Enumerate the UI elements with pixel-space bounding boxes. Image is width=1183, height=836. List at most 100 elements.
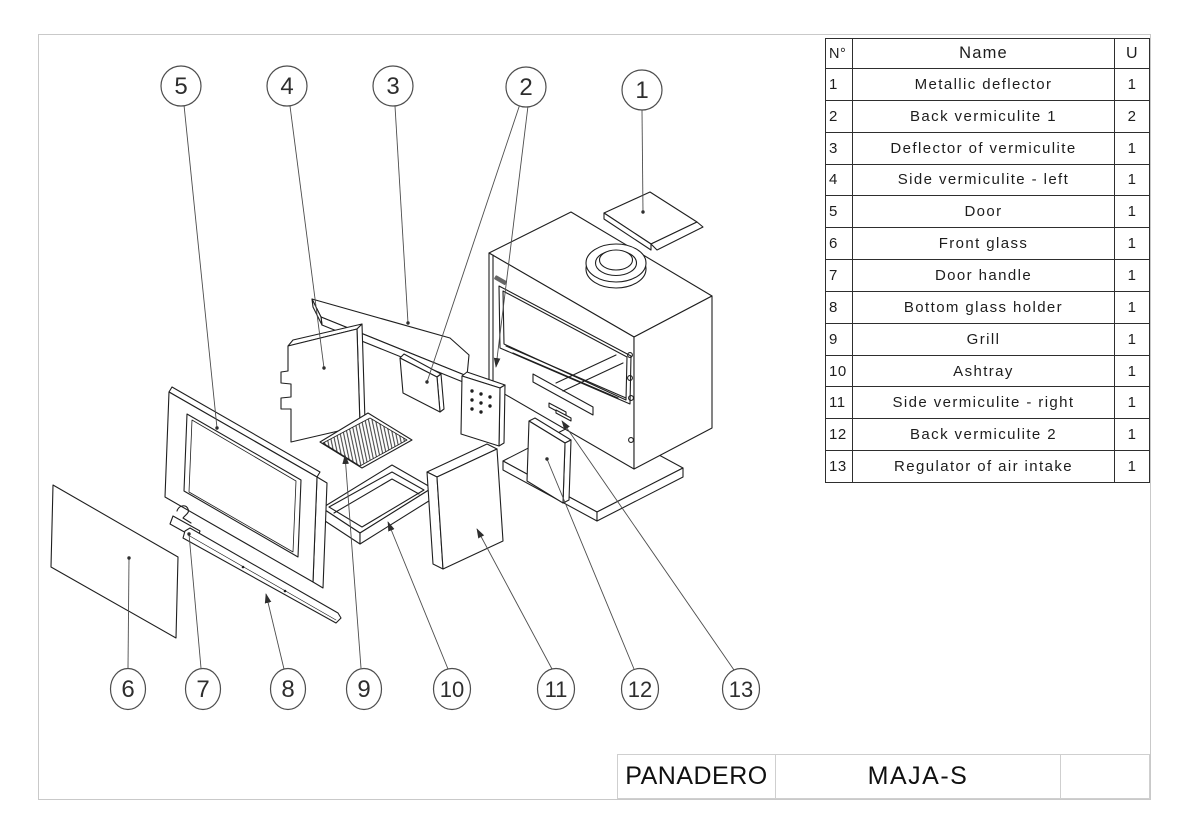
table-row: 13 Regulator of air intake 1 xyxy=(826,451,1149,482)
row-name: Side vermiculite - left xyxy=(852,164,1115,196)
row-number: 1 xyxy=(829,75,838,93)
table-row: 3 Deflector of vermiculite 1 xyxy=(826,132,1149,165)
part-flue-collar xyxy=(585,243,647,289)
svg-text:1: 1 xyxy=(635,77,648,104)
table-row: 2 Back vermiculite 1 2 xyxy=(826,100,1149,133)
balloon-10: 10 xyxy=(432,667,472,711)
drawing-frame xyxy=(38,34,1151,800)
row-units: 1 xyxy=(1127,235,1137,253)
row-number: 8 xyxy=(829,298,838,316)
row-name: Front glass xyxy=(852,228,1115,260)
part-side-vermiculite-left xyxy=(280,323,366,443)
balloon-2: 2 xyxy=(505,66,547,108)
part-metallic-deflector xyxy=(603,191,704,251)
row-units: 1 xyxy=(1127,203,1137,221)
table-row: 5 Door 1 xyxy=(826,196,1149,229)
table-row: 7 Door handle 1 xyxy=(826,260,1149,292)
row-name: Regulator of air intake xyxy=(852,451,1115,482)
table-row: 1 Metallic deflector 1 xyxy=(826,69,1149,101)
balloon-6: 6 xyxy=(109,667,147,711)
svg-text:5: 5 xyxy=(174,73,187,100)
leader-2a xyxy=(425,103,521,384)
balloon-8: 8 xyxy=(269,667,307,711)
svg-text:2: 2 xyxy=(519,74,532,101)
balloon-3: 3 xyxy=(372,65,414,107)
col-header-units: U xyxy=(1125,44,1139,62)
row-units: 1 xyxy=(1127,171,1137,189)
row-number: 4 xyxy=(829,171,838,189)
leader-13 xyxy=(561,420,735,671)
leader-11 xyxy=(476,528,553,670)
leader-9 xyxy=(342,454,362,669)
balloon-7: 7 xyxy=(184,667,222,711)
part-back-vermiculite-2 xyxy=(526,417,572,504)
row-name: Door handle xyxy=(852,260,1115,291)
part-stove-body xyxy=(488,211,713,470)
svg-text:3: 3 xyxy=(386,73,399,100)
row-name: Back vermiculite 2 xyxy=(852,419,1115,451)
leader-12 xyxy=(545,457,635,670)
row-name: Grill xyxy=(852,323,1115,355)
title-block-empty-cell xyxy=(1061,755,1149,798)
table-row: 6 Front glass 1 xyxy=(826,228,1149,261)
row-units: 1 xyxy=(1127,139,1137,157)
row-number: 11 xyxy=(829,394,846,412)
row-number: 2 xyxy=(829,107,838,125)
part-front-glass xyxy=(50,484,179,639)
row-name: Ashtray xyxy=(852,355,1115,387)
row-units: 1 xyxy=(1127,458,1137,476)
part-side-vermiculite-right xyxy=(426,443,504,570)
table-row: 8 Bottom glass holder 1 xyxy=(826,291,1149,324)
row-units: 2 xyxy=(1127,107,1137,125)
balloon-12: 12 xyxy=(620,667,660,711)
row-name: Bottom glass holder xyxy=(852,291,1115,323)
svg-text:7: 7 xyxy=(196,676,209,703)
table-row: 4 Side vermiculite - left 1 xyxy=(826,164,1149,197)
row-name: Side vermiculite - right xyxy=(852,387,1115,419)
part-bottom-glass-holder xyxy=(182,527,342,624)
leader-4 xyxy=(289,105,326,370)
svg-text:12: 12 xyxy=(628,677,652,702)
row-units: 1 xyxy=(1127,362,1137,380)
row-number: 5 xyxy=(829,203,838,221)
table-row: 11 Side vermiculite - right 1 xyxy=(826,387,1149,420)
leader-10 xyxy=(387,521,449,670)
table-row: 10 Ashtray 1 xyxy=(826,355,1149,388)
leader-1 xyxy=(641,109,645,214)
row-name: Back vermiculite 1 xyxy=(852,100,1115,132)
parts-table-header: N° Name U xyxy=(826,39,1149,69)
leader-2b xyxy=(493,105,529,368)
table-row: 12 Back vermiculite 2 1 xyxy=(826,419,1149,452)
svg-text:8: 8 xyxy=(281,676,294,703)
svg-text:11: 11 xyxy=(545,677,568,702)
row-number: 3 xyxy=(829,139,838,157)
leader-7 xyxy=(187,532,202,669)
brand-logo-mark xyxy=(494,275,507,286)
row-number: 7 xyxy=(829,266,838,284)
balloon-11: 11 xyxy=(536,667,576,711)
row-units: 1 xyxy=(1127,426,1137,444)
leader-3 xyxy=(394,105,410,325)
row-name: Metallic deflector xyxy=(852,69,1115,100)
row-number: 13 xyxy=(829,458,847,476)
balloon-4: 4 xyxy=(266,65,308,107)
part-back-vermiculite-1b xyxy=(460,371,506,447)
svg-text:4: 4 xyxy=(280,73,293,100)
balloon-1: 1 xyxy=(621,69,663,111)
table-row: 9 Grill 1 xyxy=(826,323,1149,356)
manufacturer-name: PANADERO xyxy=(618,755,776,798)
row-number: 9 xyxy=(829,330,838,348)
title-block: PANADERO MAJA-S xyxy=(617,754,1150,799)
row-units: 1 xyxy=(1127,266,1137,284)
svg-text:9: 9 xyxy=(357,676,370,703)
row-number: 10 xyxy=(829,362,847,380)
balloon-9: 9 xyxy=(345,667,383,711)
svg-text:6: 6 xyxy=(121,676,134,703)
row-units: 1 xyxy=(1127,75,1137,93)
row-units: 1 xyxy=(1127,298,1137,316)
col-header-number: N° xyxy=(829,45,847,62)
balloon-5: 5 xyxy=(160,65,202,107)
part-regulator-of-air-intake xyxy=(548,402,572,422)
row-number: 12 xyxy=(829,426,847,444)
